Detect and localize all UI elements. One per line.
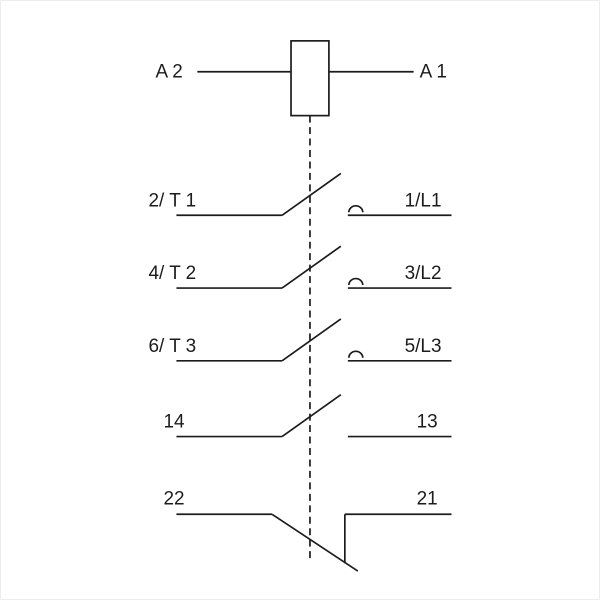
- terminal-labels: A 2 A 1 2/ T 1 1/L1 4/ T 2 3/L2 6/ T 3 5…: [149, 62, 447, 510]
- pole4-contact-blade: [281, 393, 342, 438]
- pole2-left-label: 4/ T 2: [149, 263, 197, 284]
- pole5-right-label: 21: [417, 488, 438, 509]
- coil: [197, 40, 414, 117]
- pole2-contact-arc-icon: [347, 277, 364, 286]
- pole2-contact-blade: [281, 245, 342, 289]
- main-pole-1: [176, 172, 452, 217]
- pole4-left-label: 14: [163, 412, 184, 433]
- pole1-contact-blade: [281, 172, 342, 216]
- main-pole-2: [176, 245, 452, 289]
- pole1-right-label: 1/L1: [405, 190, 442, 211]
- pole4-right-label: 13: [417, 412, 438, 433]
- coil-symbol: [290, 40, 330, 117]
- coil-label-a2: A 2: [155, 62, 182, 83]
- main-pole-3: [176, 318, 452, 362]
- pole3-contact-blade: [281, 318, 342, 362]
- pole2-right-label: 3/L2: [405, 263, 442, 284]
- pole5-contact-blade: [271, 513, 359, 572]
- aux-pole-nc: [176, 513, 452, 572]
- pole3-right-label: 5/L3: [405, 336, 442, 357]
- pole3-contact-arc-icon: [347, 350, 364, 358]
- pole1-left-label: 2/ T 1: [149, 190, 197, 211]
- coil-label-a1: A 1: [420, 62, 447, 83]
- pole5-left-label: 22: [163, 488, 184, 509]
- pole1-contact-arc-icon: [347, 204, 364, 213]
- aux-pole-no: [176, 393, 452, 438]
- pole3-left-label: 6/ T 3: [149, 336, 197, 357]
